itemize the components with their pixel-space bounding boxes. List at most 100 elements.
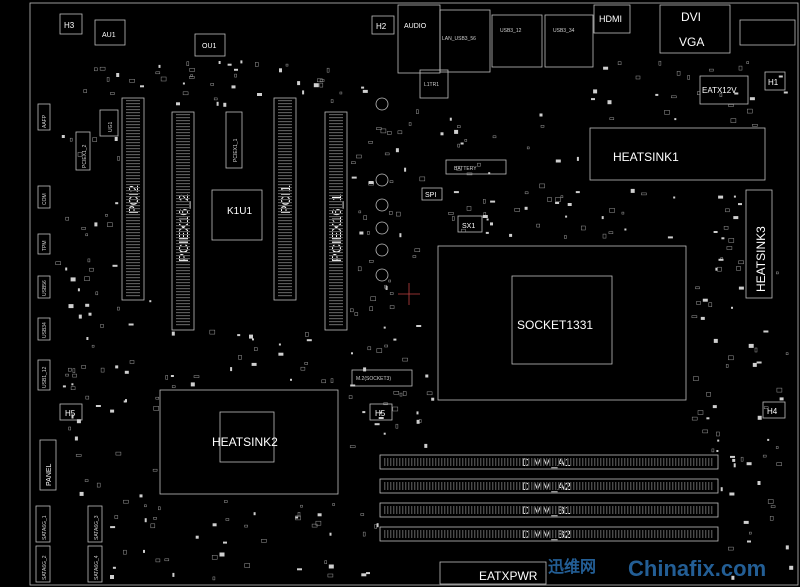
slot-pin-row [176, 177, 190, 179]
dimm-pin [492, 458, 494, 466]
slot-pin-row [126, 247, 140, 249]
slot-pin-row [176, 138, 190, 140]
slot-pin-row [329, 318, 343, 320]
smd-pad [129, 79, 135, 83]
slot-pin-row [329, 180, 343, 182]
dimm-pin [432, 482, 434, 490]
smd-pad [399, 233, 402, 238]
eatx12v-conn [699, 75, 749, 105]
dimm-pin [438, 458, 440, 466]
dimm-pin [393, 482, 395, 490]
dimm-pin [603, 530, 605, 538]
smd-pad [609, 208, 615, 213]
slot-pin-row [126, 109, 140, 111]
dimm-pin [591, 530, 593, 538]
slot-pin-row [126, 193, 140, 195]
dimm-pin [573, 482, 575, 490]
slot-pin-row [176, 255, 190, 257]
label-h4: H4 [767, 407, 778, 416]
slot-pin-row [176, 321, 190, 323]
dimm-pin [585, 530, 587, 538]
dimm-pin [609, 482, 611, 490]
smd-pad [426, 391, 433, 396]
dimm-b2-slot [379, 526, 719, 542]
smd-pad [212, 523, 217, 527]
smd-pad [387, 131, 392, 135]
smd-pad [165, 375, 168, 380]
smd-pad [738, 260, 744, 265]
smd-pad [756, 361, 762, 364]
dimm-pin [411, 458, 413, 466]
smd-pad [453, 191, 459, 194]
smd-pad [757, 481, 761, 485]
slot-pin-row [329, 315, 343, 317]
dimm-pin [513, 482, 515, 490]
smd-pad [261, 539, 267, 543]
slot-pin-row [278, 226, 292, 228]
dimm-pin [603, 482, 605, 490]
slot-pin-row [278, 148, 292, 150]
smd-pad [139, 494, 143, 498]
slot-pin-row [278, 244, 292, 246]
smd-pad [490, 222, 493, 226]
slot-pin-row [329, 198, 343, 200]
dimm-pin [687, 506, 689, 514]
dimm-pin [591, 458, 593, 466]
m2-socket [351, 369, 413, 387]
dimm-pin [576, 458, 578, 466]
dimm-pin [534, 482, 536, 490]
dimm-pin [585, 482, 587, 490]
smd-pad [424, 443, 428, 448]
smd-pad [425, 374, 429, 378]
dimm-pin [432, 530, 434, 538]
slot-pin-row [278, 169, 292, 171]
dimm-pin [684, 506, 686, 514]
dimm-pin [510, 482, 512, 490]
dimm-pin [684, 458, 686, 466]
dimm-pin [597, 482, 599, 490]
smd-pad [278, 352, 284, 356]
dimm-pin [549, 482, 551, 490]
slot-pin-row [126, 208, 140, 210]
slot-pin-row [278, 154, 292, 156]
slot-pin-row [176, 150, 190, 152]
dimm-pin [696, 482, 698, 490]
smd-pad [733, 216, 739, 220]
smd-pad [100, 324, 104, 328]
smd-pad [621, 211, 625, 215]
chip-ug1 [99, 109, 119, 137]
dimm-pin [426, 506, 428, 514]
crystal-sx1 [457, 215, 483, 233]
smd-pad [747, 540, 751, 543]
dimm-pin [597, 530, 599, 538]
dimm-pin [585, 458, 587, 466]
dimm-pin [528, 482, 530, 490]
smd-pad [330, 378, 334, 383]
smd-pad [778, 75, 783, 78]
slot-pin-row [176, 171, 190, 173]
dimm-pin [699, 458, 701, 466]
smd-pad [674, 118, 677, 121]
dimm-pin [678, 506, 680, 514]
smd-pad [555, 197, 561, 202]
dimm-pin [576, 506, 578, 514]
dimm-pin [477, 458, 479, 466]
label-sata-4: SATA6G_4 [94, 555, 100, 580]
smd-pad [673, 196, 676, 199]
dimm-pin [579, 506, 581, 514]
smd-pad [492, 135, 497, 139]
slot-pin-row [176, 282, 190, 284]
dimm-pin [495, 482, 497, 490]
slot-pin-row [176, 258, 190, 260]
smd-pad [728, 238, 735, 243]
slot-pin-row [329, 162, 343, 164]
slot-pin-row [278, 223, 292, 225]
dimm-pin [681, 506, 683, 514]
slot-pin-row [329, 282, 343, 284]
dimm-pin [483, 506, 485, 514]
dimm-pin [396, 482, 398, 490]
dimm-pin [624, 482, 626, 490]
dimm-pin [693, 458, 695, 466]
slot-pin-row [278, 136, 292, 138]
slot-pin-row [126, 142, 140, 144]
